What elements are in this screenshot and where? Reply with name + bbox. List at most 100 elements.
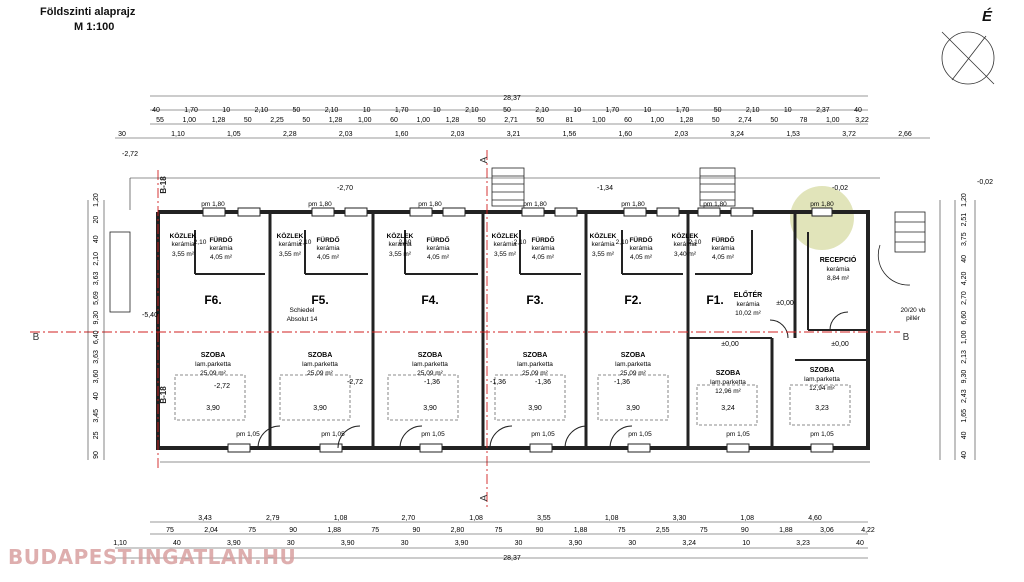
north-arrow: [941, 31, 995, 85]
room-floor: kerámia: [591, 241, 615, 248]
room-area: 12,96 m²: [715, 388, 741, 395]
top-dimension: 1,10: [171, 131, 185, 138]
bottom-dimension: 3,90: [455, 540, 469, 547]
right-dimension: 40: [961, 451, 968, 459]
right-dimension: 9,30: [961, 370, 968, 384]
total-width-dimension-bottom: 28,37: [503, 555, 521, 562]
window-label: pm 1,05: [236, 431, 260, 438]
bottom-dimension: 3,06: [820, 527, 834, 534]
top-dimension: 60: [390, 117, 398, 124]
window-label: pm 1,05: [531, 431, 555, 438]
top-dimension: 1,00: [416, 117, 430, 124]
top-dimension: 1,00: [182, 117, 196, 124]
room-floor: kerámia: [629, 245, 653, 252]
window-sill: 2,10: [689, 239, 702, 246]
window-sill: 2,10: [399, 239, 412, 246]
bottom-dimension: 1,88: [779, 527, 793, 534]
level-mark: -0,02: [832, 185, 848, 192]
room-name: SZOBA: [810, 367, 835, 374]
room-name: SZOBA: [716, 370, 741, 377]
section-label: A: [479, 494, 490, 501]
bottom-dimension: 3,23: [796, 540, 810, 547]
bottom-dimension: 2,04: [204, 527, 218, 534]
top-dimension: 10: [784, 107, 792, 114]
section-label: B-18: [159, 386, 168, 404]
top-dimension: 3,72: [842, 131, 856, 138]
top-dimension: 2,03: [674, 131, 688, 138]
bottom-dimension: 75: [495, 527, 503, 534]
top-dimension: 10: [222, 107, 230, 114]
room-floor: kerámia: [388, 241, 412, 248]
room-name: SZOBA: [308, 352, 333, 359]
right-dimension: 40: [961, 255, 968, 263]
top-dimension: 1,00: [650, 117, 664, 124]
top-dimension: 50: [536, 117, 544, 124]
level-mark: -1,36: [424, 379, 440, 386]
window-label: pm 1,80: [810, 201, 834, 208]
room-area: 3,55 m²: [389, 251, 412, 258]
right-dimension: 2,51: [961, 213, 968, 227]
window-label: pm 1,80: [523, 201, 547, 208]
total-width-dimension: 28,37: [503, 95, 521, 102]
room-area: 8,84 m²: [827, 275, 850, 282]
bottom-dimension: 2,70: [402, 515, 416, 522]
top-dimension: 1,28: [329, 117, 343, 124]
right-dimension: 2,13: [961, 350, 968, 364]
top-dimension: 2,10: [746, 107, 760, 114]
room-name: SZOBA: [201, 352, 226, 359]
top-dimension: 1,70: [605, 107, 619, 114]
level-mark: -1,36: [614, 379, 630, 386]
room-area: 4,05 m²: [317, 254, 340, 261]
top-dimension: 1,28: [446, 117, 460, 124]
room-floor: lam.parketta: [710, 379, 746, 386]
window-label: pm 1,05: [628, 431, 652, 438]
top-dimension: 3,22: [855, 117, 869, 124]
top-dimension: 10: [363, 107, 371, 114]
bottom-dimension: 40: [173, 540, 181, 547]
section-label: A: [479, 156, 490, 163]
room-area: 4,05 m²: [630, 254, 653, 261]
top-dimension: 1,60: [395, 131, 409, 138]
pillar-label: pillér: [906, 315, 921, 322]
bottom-dimension: 90: [412, 527, 420, 534]
room-floor: kerámia: [826, 266, 850, 273]
bottom-dimension: 90: [536, 527, 544, 534]
level-mark: -2,70: [337, 185, 353, 192]
top-dimension: 50: [714, 107, 722, 114]
room-width: 3,90: [528, 405, 542, 412]
bottom-dimension: 2,80: [451, 527, 465, 534]
furniture: [174, 374, 851, 426]
unit-label: F1.: [706, 293, 723, 307]
room-name: KÖZLEK: [672, 231, 699, 240]
bottom-dimension: 1,08: [469, 515, 483, 522]
watermark-text: BUDAPEST.INGATLAN.HU: [8, 545, 297, 569]
bottom-dimension: 40: [856, 540, 864, 547]
bottom-dimension: 1,08: [334, 515, 348, 522]
room-area: 4,05 m²: [427, 254, 450, 261]
unit-walls: [268, 212, 797, 448]
window-label: pm 1,80: [621, 201, 645, 208]
level-mark: -1,36: [490, 379, 506, 386]
room-area: 4,05 m²: [712, 254, 735, 261]
top-dimension: 2,74: [738, 117, 752, 124]
room-area: 12,94 m²: [809, 385, 835, 392]
room-area: 3,55 m²: [172, 251, 195, 258]
top-dimension: 2,10: [254, 107, 268, 114]
room-area: 3,55 m²: [494, 251, 517, 258]
bottom-dimension: 75: [700, 527, 708, 534]
bottom-dimension: 75: [248, 527, 256, 534]
top-dimension: 2,66: [898, 131, 912, 138]
room-name: RECEPCIÓ: [820, 255, 857, 264]
pillar-label: 20/20 vb: [901, 307, 926, 314]
level-mark: -1,36: [535, 379, 551, 386]
right-dimension: 4,20: [961, 272, 968, 286]
right-dimension: 3,75: [961, 232, 968, 246]
bottom-dimension: 3,30: [673, 515, 687, 522]
room-name: ELŐTÉR: [734, 290, 762, 299]
plan-title: Földszinti alaprajz: [40, 6, 136, 18]
bottom-dimension: 30: [401, 540, 409, 547]
bottom-dimension: 3,90: [569, 540, 583, 547]
left-dimension: 2,10: [93, 252, 100, 266]
